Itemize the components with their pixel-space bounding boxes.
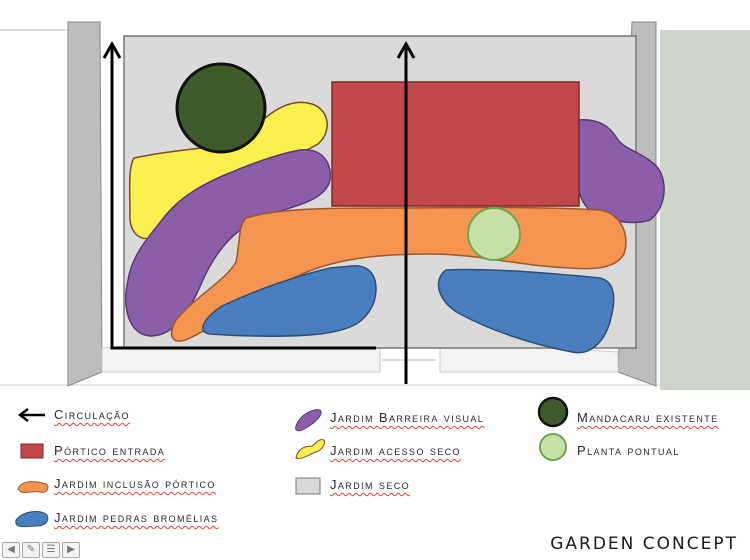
legend-acesso-label: Jardim acesso seco — [330, 443, 461, 458]
neighbor-lot — [660, 30, 750, 390]
jardim-pedras-bromelias-area-right — [437, 268, 615, 354]
legend-seco-icon — [295, 477, 321, 495]
legend-acesso: Jardim acesso seco — [330, 443, 461, 458]
legend-acesso-icon — [295, 439, 325, 459]
legend-planta-icon — [539, 433, 567, 461]
page-title: GARDEN CONCEPT — [550, 534, 738, 554]
legend-pedras-icon — [15, 511, 49, 528]
legend-circulacao: Circulação — [54, 407, 130, 422]
jardim-pedras-bromelias-area — [202, 265, 377, 338]
arrow-left-icon[interactable]: ◀ — [2, 542, 20, 558]
pen-icon[interactable]: ✎ — [22, 542, 40, 558]
legend-mandacaru: Mandacaru existente — [577, 410, 719, 425]
mandacaru-circle — [175, 62, 267, 154]
legend-circulacao-label: Circulação — [54, 407, 130, 422]
jardim-barreira-visual-area — [125, 149, 331, 337]
circulacao-arrows — [102, 40, 416, 384]
legend-portico-label: Pórtico entrada — [54, 443, 166, 458]
legend-barreira: Jardim Barreira visual — [330, 410, 484, 425]
legend-planta-label: Planta pontual — [577, 443, 680, 458]
planta-pontual-circle — [467, 207, 521, 261]
legend-seco: Jardim seco — [330, 477, 410, 492]
legend-inclusao-label: Jardim inclusão pórtico — [54, 476, 216, 491]
menu-icon[interactable]: ☰ — [42, 542, 60, 558]
legend-seco-label: Jardim seco — [330, 477, 411, 492]
legend-inclusao: Jardim inclusão pórtico — [54, 476, 216, 491]
left-wall — [67, 21, 103, 387]
legend-inclusao-icon — [17, 481, 49, 493]
legend-portico: Pórtico entrada — [54, 443, 165, 458]
legend-mandacaru-label: Mandacaru existente — [577, 410, 719, 425]
legend-mandacaru-icon — [537, 396, 569, 428]
slide-nav: ◀ ✎ ☰ ▶ — [2, 542, 80, 558]
legend-barreira-label: Jardim Barreira visual — [330, 410, 485, 425]
portico-entrada-rect — [331, 81, 580, 207]
legend-circulacao-icon — [17, 408, 45, 422]
legend-pedras-label: Jardim pedras bromélias — [54, 510, 219, 525]
legend-pedras: Jardim pedras bromélias — [54, 510, 218, 525]
arrow-right-icon[interactable]: ▶ — [62, 542, 80, 558]
legend-planta: Planta pontual — [577, 443, 680, 458]
legend-barreira-icon — [295, 409, 322, 432]
legend-portico-icon — [20, 443, 44, 459]
